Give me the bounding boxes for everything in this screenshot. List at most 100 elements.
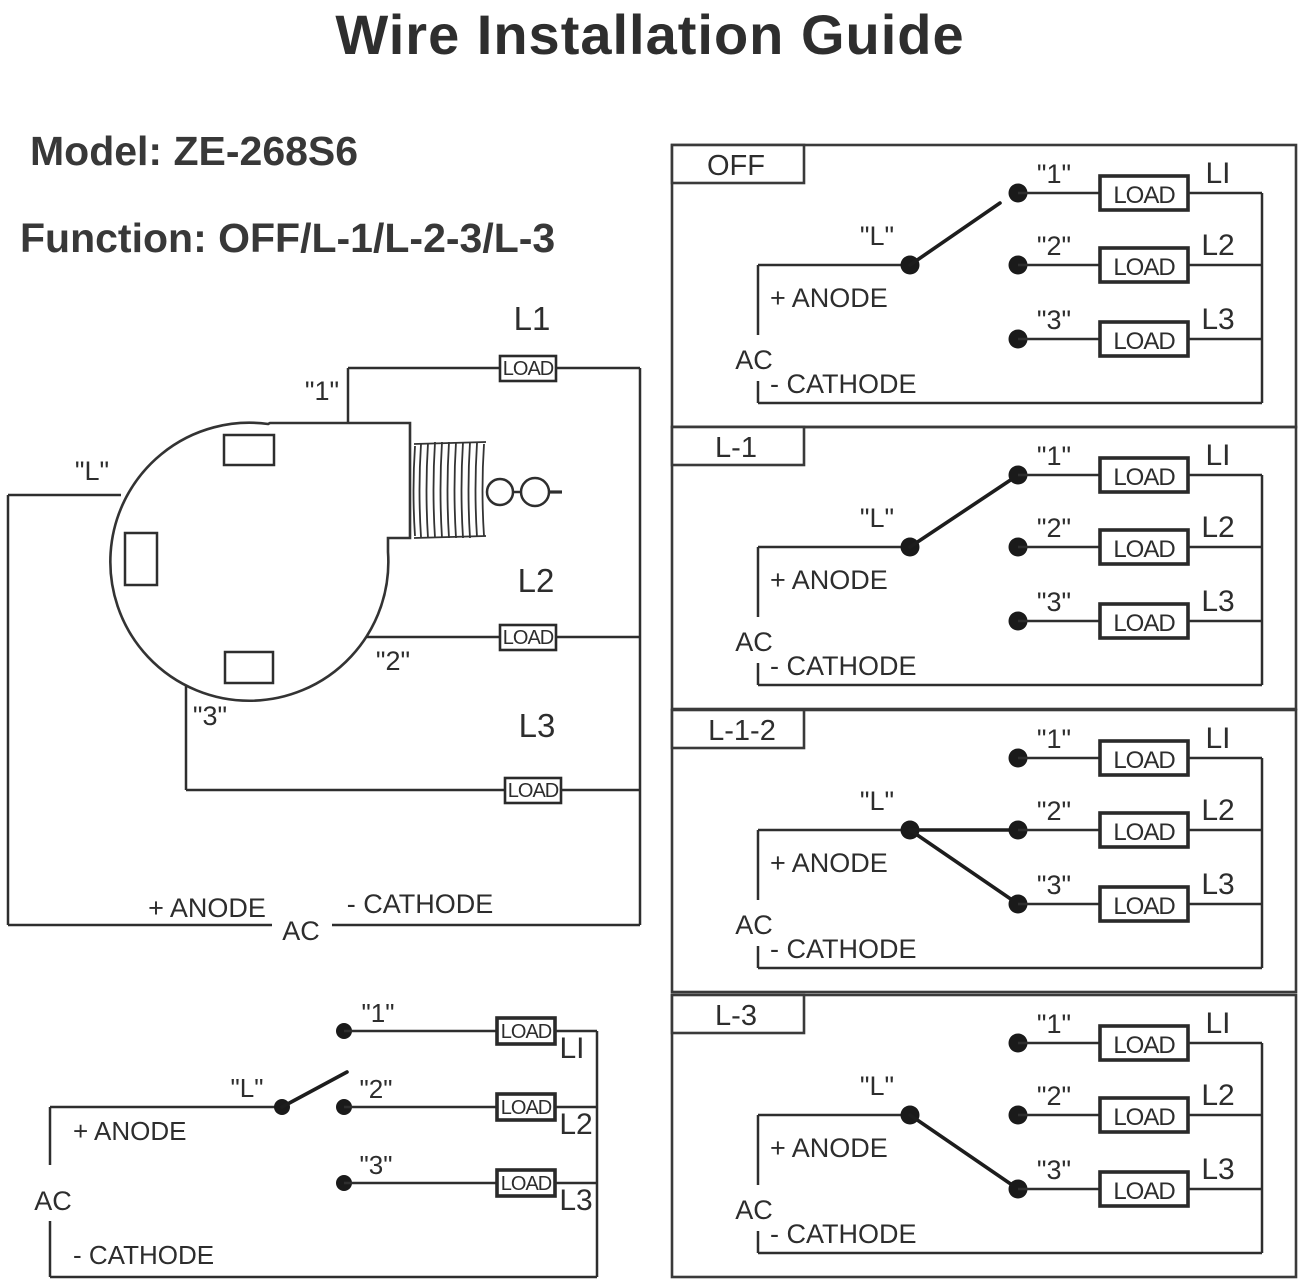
cathode-label: - CATHODE [770, 934, 917, 964]
terminal3-label: "3" [1037, 1155, 1071, 1185]
terminal1-label: "1" [1037, 724, 1071, 754]
load1-box [1098, 174, 1190, 212]
load1-text: LOAD [1113, 182, 1175, 209]
terminal3-label: "3" [193, 701, 227, 731]
switch-body [109, 421, 412, 702]
panel-off: OFF "L" + ANODE AC - CATHODE "1" LOAD LI… [670, 143, 1298, 429]
terminal3-label: "3" [360, 1150, 393, 1180]
load3-text: LOAD [1113, 1178, 1175, 1205]
line-l3-label: L3 [519, 707, 556, 744]
load1-box [1098, 456, 1190, 494]
terminal2-label: "2" [1037, 796, 1071, 826]
terminal2-label: "2" [360, 1074, 393, 1104]
load1-text: LOAD [1113, 747, 1175, 774]
load2-text: LOAD [1113, 1104, 1175, 1131]
load2-box [1098, 528, 1190, 566]
cathode-label: - CATHODE [770, 369, 917, 399]
terminal-contact-top [222, 433, 276, 467]
terminal-l-label: "L" [231, 1073, 264, 1103]
panel-l-1: L-1 "L" + ANODE AC - CATHODE "1" LOAD LI… [670, 425, 1298, 711]
anode-label: + ANODE [770, 283, 888, 313]
load1-box [495, 1016, 557, 1046]
model-line: Model: ZE-268S6 [30, 128, 359, 174]
load3-text: LOAD [508, 780, 559, 802]
load2-text: LOAD [501, 1097, 552, 1119]
load3-box [503, 776, 563, 805]
line-l1-label: L1 [514, 300, 551, 337]
terminal3-label: "3" [1037, 870, 1071, 900]
line2-label: L2 [1201, 1079, 1234, 1112]
line2-label: L2 [1201, 794, 1234, 827]
cathode-label: - CATHODE [73, 1240, 214, 1270]
page-title: Wire Installation Guide [335, 3, 965, 66]
load1-box [1098, 1024, 1190, 1062]
panel-tab [670, 425, 806, 467]
anode-label: + ANODE [770, 565, 888, 595]
load2-box [498, 623, 558, 652]
ac-label: AC [735, 627, 773, 657]
ac-label: AC [735, 910, 773, 940]
terminal1-label: "1" [1037, 1009, 1071, 1039]
load1-text: LOAD [1113, 1032, 1175, 1059]
load3-text: LOAD [1113, 610, 1175, 637]
line-l2-label: L2 [518, 562, 555, 599]
panel-l-3: L-3 "L" + ANODE AC - CATHODE "1" LOAD LI… [670, 993, 1298, 1279]
panel-tab-label: L-3 [715, 1000, 757, 1032]
load3-text: LOAD [1113, 893, 1175, 920]
line3-label: L3 [1201, 1153, 1234, 1186]
load2-text: LOAD [503, 627, 554, 649]
cathode-label: - CATHODE [770, 651, 917, 681]
pull-chain [485, 476, 562, 508]
load2-text: LOAD [1113, 819, 1175, 846]
line2-label: L2 [1201, 511, 1234, 544]
terminal-l-label: "L" [75, 456, 109, 486]
load3-text: LOAD [1113, 328, 1175, 355]
load2-text: LOAD [1113, 536, 1175, 563]
terminal-contact-left [123, 531, 159, 587]
threaded-stem [412, 441, 487, 539]
cathode-label: - CATHODE [770, 1219, 917, 1249]
panel-tab [670, 143, 806, 185]
main-switch-diagram: L1 LOAD "1" [6, 300, 642, 946]
terminal3-label: "3" [1037, 587, 1071, 617]
terminal-l-label: "L" [860, 221, 894, 251]
switch-blade-to-3 [908, 828, 1020, 906]
switch-blade-to-1 [908, 473, 1020, 549]
ac-label: AC [282, 916, 320, 946]
terminal2-label: "2" [1037, 513, 1071, 543]
terminal2-label: "2" [1037, 231, 1071, 261]
terminal-l-label: "L" [860, 1071, 894, 1101]
line3-label: L3 [1201, 303, 1234, 336]
terminal-l-label: "L" [860, 786, 894, 816]
line2-label: L2 [1201, 229, 1234, 262]
anode-label: + ANODE [148, 893, 266, 923]
terminal-contact-bottom [223, 650, 275, 685]
load3-box [1098, 320, 1190, 358]
panel-tab [670, 993, 806, 1035]
panel-tab-label: L-1-2 [708, 715, 776, 747]
anode-label: + ANODE [73, 1116, 186, 1146]
switch-blade-off [280, 1070, 349, 1109]
switch-blade-off [908, 201, 1002, 267]
terminal1-label: "1" [1037, 159, 1071, 189]
terminal2-label: "2" [376, 646, 410, 676]
switch-schematic: "L" AC + ANODE - CATHODE "1" LOAD LI "2"… [34, 998, 599, 1279]
ac-label: AC [735, 345, 773, 375]
line1-label: LI [1205, 1007, 1230, 1040]
line1-label: LI [1205, 439, 1230, 472]
switch-blade-to-3 [908, 1113, 1020, 1191]
panel-tab-label: L-1 [715, 432, 757, 464]
line3-label: L3 [1201, 868, 1234, 901]
load2-text: LOAD [1113, 254, 1175, 281]
chain-bead-1 [485, 477, 515, 507]
load3-box [495, 1168, 557, 1198]
ac-label: AC [735, 1195, 773, 1225]
ac-label: AC [34, 1186, 72, 1216]
anode-label: + ANODE [770, 848, 888, 878]
line1-label: LI [1205, 157, 1230, 190]
cathode-label: - CATHODE [347, 889, 494, 919]
terminal-l-label: "L" [860, 503, 894, 533]
chain-bead-2 [519, 476, 551, 508]
load1-box [1098, 739, 1190, 777]
